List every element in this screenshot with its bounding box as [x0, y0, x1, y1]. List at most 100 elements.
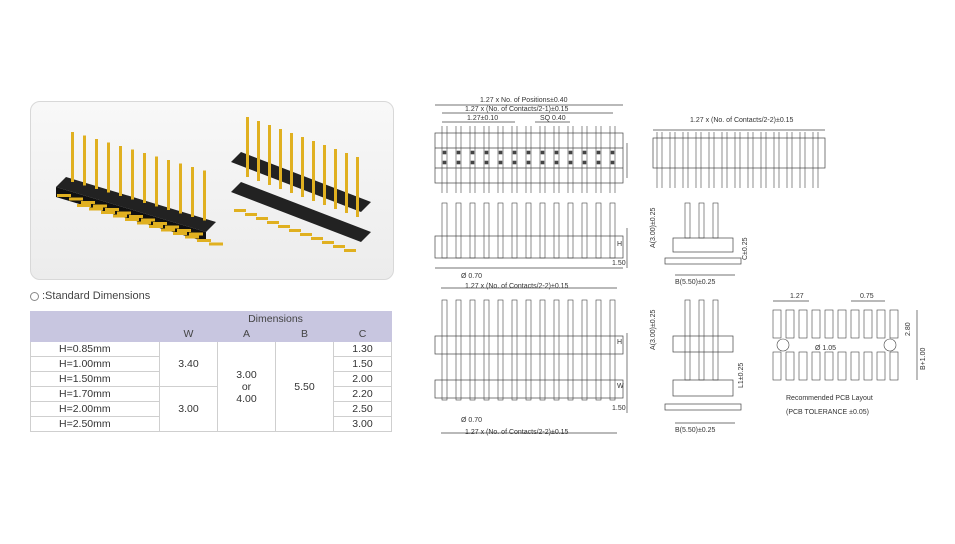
pin-outline [455, 299, 462, 401]
pin [83, 135, 86, 186]
pin-outline [553, 299, 560, 401]
pcb-pad [811, 351, 821, 381]
dim-b-double: B(5.50)±0.25 [675, 427, 716, 434]
table-row: H=2.50mm 3.00 [30, 416, 392, 432]
pin-square [610, 160, 615, 165]
pin [191, 167, 194, 217]
pin-square [526, 160, 531, 165]
pin [131, 149, 134, 200]
row-label: H=0.85mm [30, 341, 160, 357]
pin-square [470, 160, 475, 165]
pin [203, 170, 206, 221]
pin-foot [177, 229, 191, 232]
dim-pcb-hole: Ø 1.05 [815, 345, 836, 352]
dim-pcb-pitch: 1.27 [790, 293, 804, 300]
row-label: H=1.00mm [30, 356, 160, 372]
pin-outline [595, 202, 602, 259]
pcb-pad [772, 309, 782, 339]
dim-pitch: 1.27±0.10 [467, 115, 498, 122]
pin [257, 121, 260, 181]
pin-outline [553, 202, 560, 259]
pin [312, 141, 315, 201]
pin-foot [245, 213, 257, 216]
pin-foot [234, 209, 246, 212]
pin [246, 117, 249, 177]
pcb-pad [837, 309, 847, 339]
pcb-hole [883, 338, 897, 352]
pin-outline [455, 202, 462, 259]
pin-square [484, 160, 489, 165]
pcb-pad [798, 309, 808, 339]
c-value: 3.00 [333, 416, 392, 432]
pin-foot [93, 204, 107, 208]
pin [95, 139, 98, 189]
pin-square [484, 150, 489, 155]
pin [323, 145, 326, 205]
pin-foot [322, 241, 334, 244]
pin-outline [698, 299, 705, 381]
pin-square [610, 150, 615, 155]
pin-foot [289, 229, 301, 232]
pcb-pad [876, 351, 886, 381]
pin-outline [525, 299, 532, 401]
pin-outline [712, 299, 719, 381]
pin [167, 160, 170, 210]
dim-a-single: A(3.00)±0.25 [650, 207, 657, 248]
w-value: 3.00 [159, 386, 218, 432]
a-value: 3.00 or 4.00 [217, 341, 276, 432]
dim-positions: 1.27 x No. of Positions±0.40 [480, 97, 568, 104]
column-header-b: B [275, 326, 334, 342]
pin-outline [441, 202, 448, 259]
pin-outline [567, 299, 574, 401]
pin-square [498, 150, 503, 155]
dim-contacts-single: 1.27 x (No. of Contacts/2-2)±0.15 [465, 283, 569, 290]
dim-b-single: B(5.50)±0.25 [675, 279, 716, 286]
pcb-pad [785, 351, 795, 381]
pin-outline [712, 202, 719, 239]
c-value: 1.30 [333, 341, 392, 357]
pin-outline [684, 202, 691, 239]
table-row: H=1.70mm 3.00 2.20 [30, 386, 392, 432]
dim-sq: SQ 0.40 [540, 115, 566, 122]
header-body [231, 182, 371, 242]
pin-square [554, 160, 559, 165]
pin-foot [278, 225, 290, 228]
dim-h-single: H [617, 241, 622, 248]
pin-outline [684, 299, 691, 381]
pin [279, 129, 282, 189]
table-row: H=0.85mm 3.40 3.00 or 4.00 5.50 1.30 [30, 341, 392, 432]
pcb-pad [785, 309, 795, 339]
pin [268, 125, 271, 185]
pin-foot [165, 225, 179, 229]
pin-square [582, 150, 587, 155]
pin-foot [57, 194, 71, 197]
pin-outline [609, 202, 616, 259]
row-label: H=1.70mm [30, 386, 160, 402]
dim-contacts-minus-1: 1.27 x (No. of Contacts/2-1)±0.15 [465, 106, 569, 113]
dim-top-right: 1.27 x (No. of Contacts/2-2)±0.15 [690, 117, 794, 124]
pin-outline [511, 202, 518, 259]
table-row: H=1.00mm 1.50 [30, 356, 392, 372]
pin-foot [173, 232, 187, 235]
column-header-w: W [159, 326, 218, 342]
row-label: H=2.00mm [30, 401, 160, 417]
pin-outline [497, 202, 504, 259]
c-value: 2.00 [333, 371, 392, 387]
pin-outline [567, 202, 574, 259]
dimensions-table: Dimensions W A B C H=0.85mm 3.40 3.00 or… [30, 311, 392, 432]
header-body [56, 177, 216, 232]
pcb-pad [863, 351, 873, 381]
pin-foot [344, 249, 356, 252]
pin-outline [609, 299, 616, 401]
w-value: 3.40 [159, 341, 218, 387]
dim-150-double: 1.50 [612, 405, 626, 412]
a-value-line: 4.00 [236, 392, 257, 405]
pin-foot [129, 215, 143, 218]
pcb-pad [837, 351, 847, 381]
table-group-header: Dimensions [159, 311, 392, 327]
pin-outline [581, 202, 588, 259]
pin-foot [185, 235, 199, 239]
pin [345, 153, 348, 213]
pin-foot [81, 201, 95, 204]
dim-dia-double: Ø 0.70 [461, 417, 482, 424]
